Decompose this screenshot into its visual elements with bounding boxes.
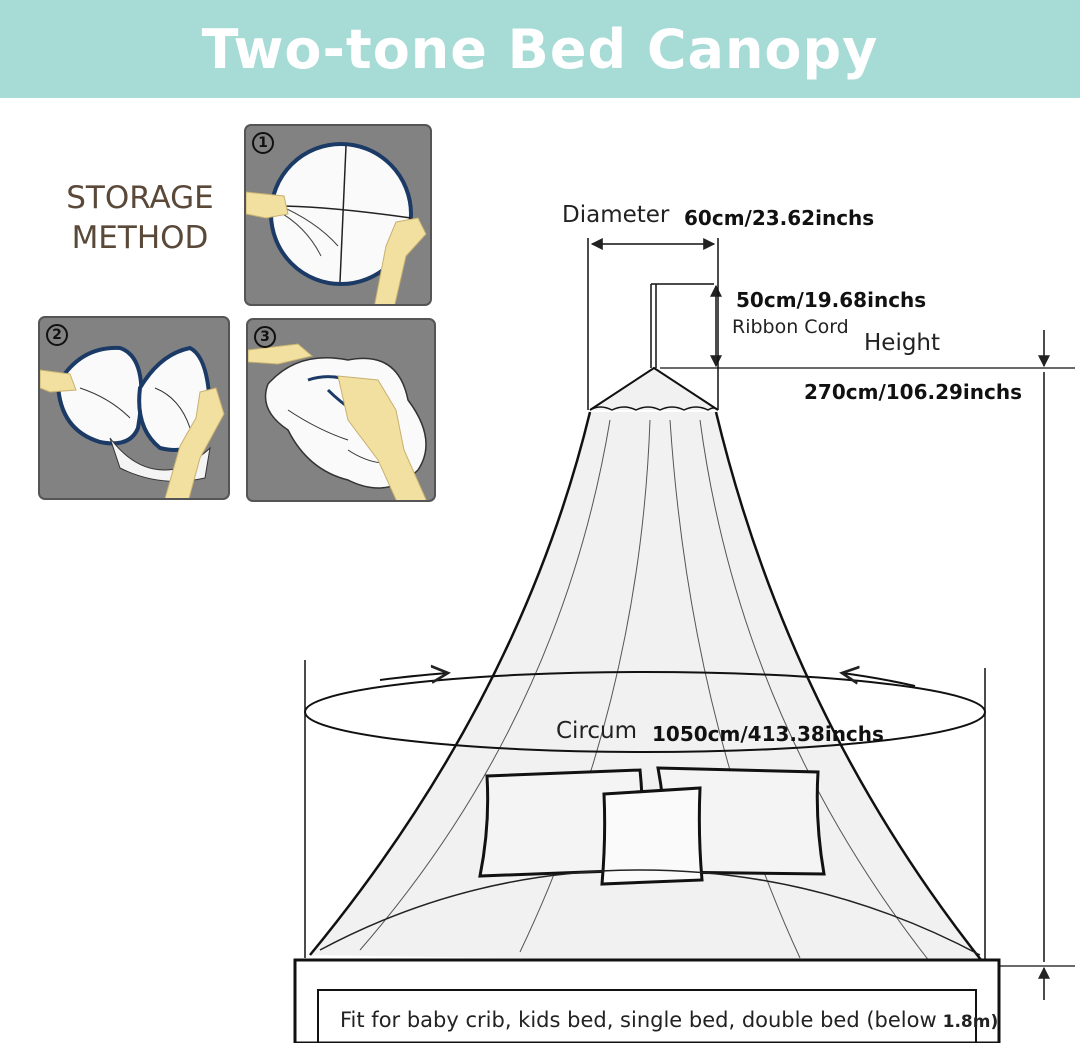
right-hand-icon	[337, 375, 427, 500]
circum-label: Circum	[556, 718, 638, 744]
crown-ruffle	[589, 406, 719, 411]
fit-note: Fit for baby crib, kids bed, single bed,…	[340, 1008, 998, 1032]
ribbon-cord-label: Ribbon Cord	[732, 316, 849, 338]
step-2-illustration	[40, 345, 225, 498]
storage-step-3-panel: 3	[246, 318, 436, 502]
step-1-badge: 1	[252, 132, 274, 154]
step-1-illustration	[246, 142, 427, 304]
ribbon-length-value: 50cm/19.68inchs	[736, 288, 927, 312]
left-hand-icon	[246, 191, 289, 219]
height-value: 270cm/106.29inchs	[804, 380, 1023, 404]
canopy-left-edge	[309, 411, 592, 956]
height-label: Height	[864, 330, 941, 356]
storage-title-line1: STORAGE	[66, 180, 214, 216]
circum-arrow-left	[379, 673, 448, 680]
diameter-value: 60cm/23.62inchs	[684, 206, 875, 230]
title-banner: Two-tone Bed Canopy	[0, 0, 1080, 98]
step-3-badge: 3	[254, 326, 276, 348]
step-2-badge: 2	[46, 324, 68, 346]
canopy-right-edge	[714, 411, 986, 966]
storage-step-2-panel: 2	[38, 316, 230, 500]
diameter-label: Diameter	[562, 202, 670, 228]
right-hand-icon	[374, 217, 427, 304]
pillow-front	[600, 786, 704, 886]
circum-value: 1050cm/413.38inchs	[652, 722, 884, 746]
left-hand-icon	[40, 369, 77, 393]
bed-cover	[319, 869, 981, 956]
right-hand-icon	[164, 387, 225, 498]
canopy-crown	[589, 366, 719, 411]
circum-arrow-right	[842, 673, 916, 687]
storage-method-title: STORAGE METHOD	[40, 178, 240, 258]
bed-footboard-panel	[317, 989, 977, 1043]
fit-note-size: 1.8m)	[942, 1012, 999, 1032]
step-3-illustration	[248, 343, 427, 500]
bed-frame	[293, 958, 1001, 1043]
storage-step-1-panel: 1	[244, 124, 432, 306]
storage-title-line2: METHOD	[71, 220, 209, 256]
left-hand-icon	[248, 343, 314, 365]
page-title: Two-tone Bed Canopy	[201, 17, 879, 81]
fit-note-text: Fit for baby crib, kids bed, single bed,…	[340, 1008, 937, 1032]
